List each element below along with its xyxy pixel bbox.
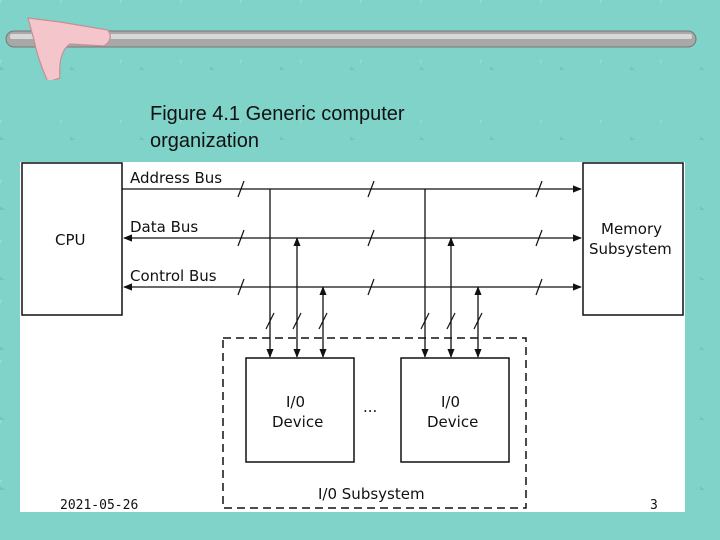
address-bus-label: Address Bus [130, 169, 222, 187]
io-subsystem-boundary [222, 337, 527, 509]
io-device-1-line2: Device [272, 413, 323, 431]
io-device-1-line1: I/0 [286, 393, 305, 411]
cpu-box [21, 162, 123, 316]
slide-title: Figure 4.1 Generic computer organization [150, 103, 405, 152]
io-device-2-line2: Device [427, 413, 478, 431]
cpu-label: CPU [55, 231, 86, 249]
io-device-box-1 [245, 357, 355, 463]
diagram-panel: CPU Memory Subsystem Address Bus Data Bu… [20, 162, 685, 512]
boomerang-logo [27, 17, 111, 80]
io-bus-connections [266, 189, 482, 358]
memory-label-line2: Subsystem [589, 240, 672, 258]
page-number: 3 [650, 498, 658, 513]
footer-date: 2021-05-26 [60, 498, 139, 513]
io-device-box-2 [400, 357, 510, 463]
data-bus-label: Data Bus [130, 218, 198, 236]
memory-label-line1: Memory [601, 220, 662, 238]
control-bus-label: Control Bus [130, 267, 217, 285]
io-subsystem-label: I/0 Subsystem [318, 485, 425, 503]
bus-width-slashes [237, 180, 543, 296]
slide-header-decoration [5, 17, 697, 80]
memory-subsystem-box [582, 162, 684, 316]
io-device-2-line1: I/0 [441, 393, 460, 411]
ellipsis: ... [363, 398, 377, 416]
io-line-slashes [265, 312, 483, 330]
